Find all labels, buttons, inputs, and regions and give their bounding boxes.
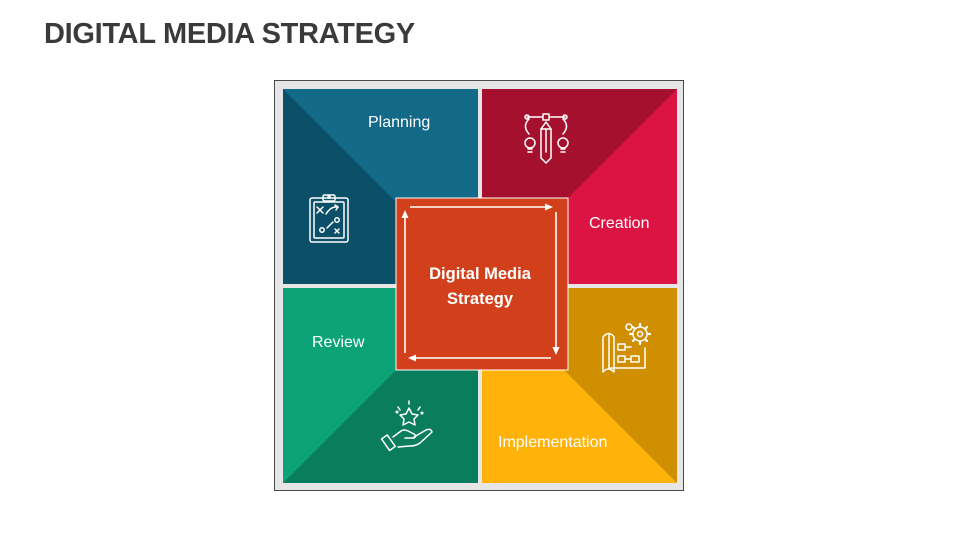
center-title-line2: Strategy: [446, 290, 514, 308]
cycle-arrows: [401, 203, 560, 362]
blueprint-gear-icon: [602, 322, 652, 373]
hand-star-icon: [380, 400, 433, 452]
center-title: Digital Media Strategy: [408, 262, 552, 312]
center-box: [395, 197, 569, 371]
implementation-label: Implementation: [498, 434, 608, 451]
creation-label: Creation: [589, 215, 650, 232]
page-title: DIGITAL MEDIA STRATEGY: [44, 18, 415, 50]
center-title-line1: Digital Media: [429, 265, 531, 283]
clipboard-strategy-icon: [309, 194, 349, 243]
design-pen-bulbs-icon: [524, 113, 569, 164]
review-label: Review: [312, 334, 365, 351]
planning-label: Planning: [368, 114, 431, 131]
